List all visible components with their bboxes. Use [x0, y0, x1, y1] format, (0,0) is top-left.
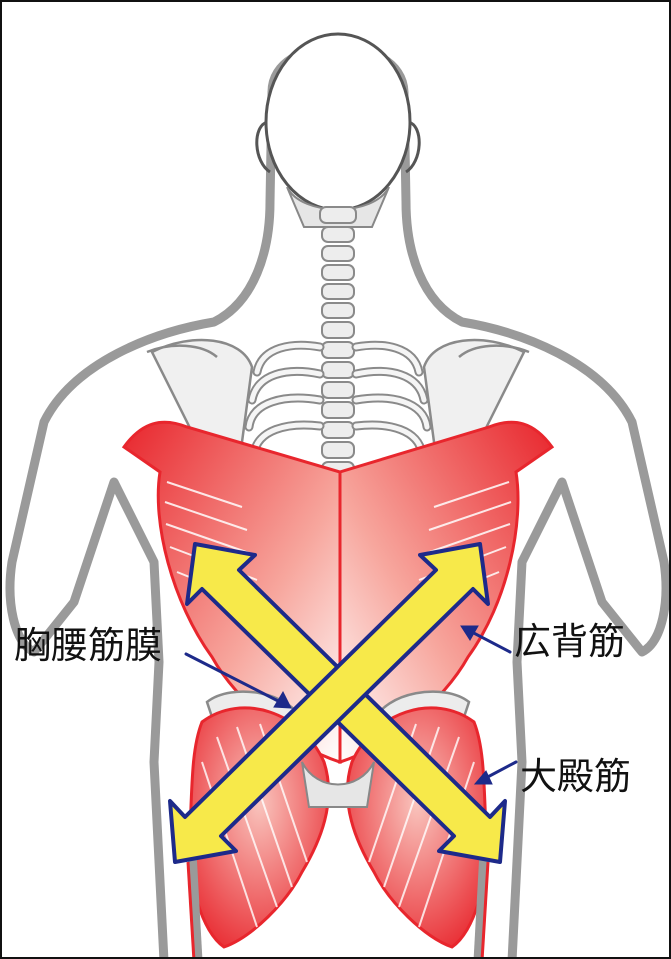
- label-latissimus-dorsi: 広背筋: [514, 623, 625, 660]
- label-gluteus-maximus: 大殿筋: [520, 758, 631, 795]
- label-thoracolumbar-fascia: 胸腰筋膜: [14, 627, 162, 664]
- spine: [320, 207, 356, 478]
